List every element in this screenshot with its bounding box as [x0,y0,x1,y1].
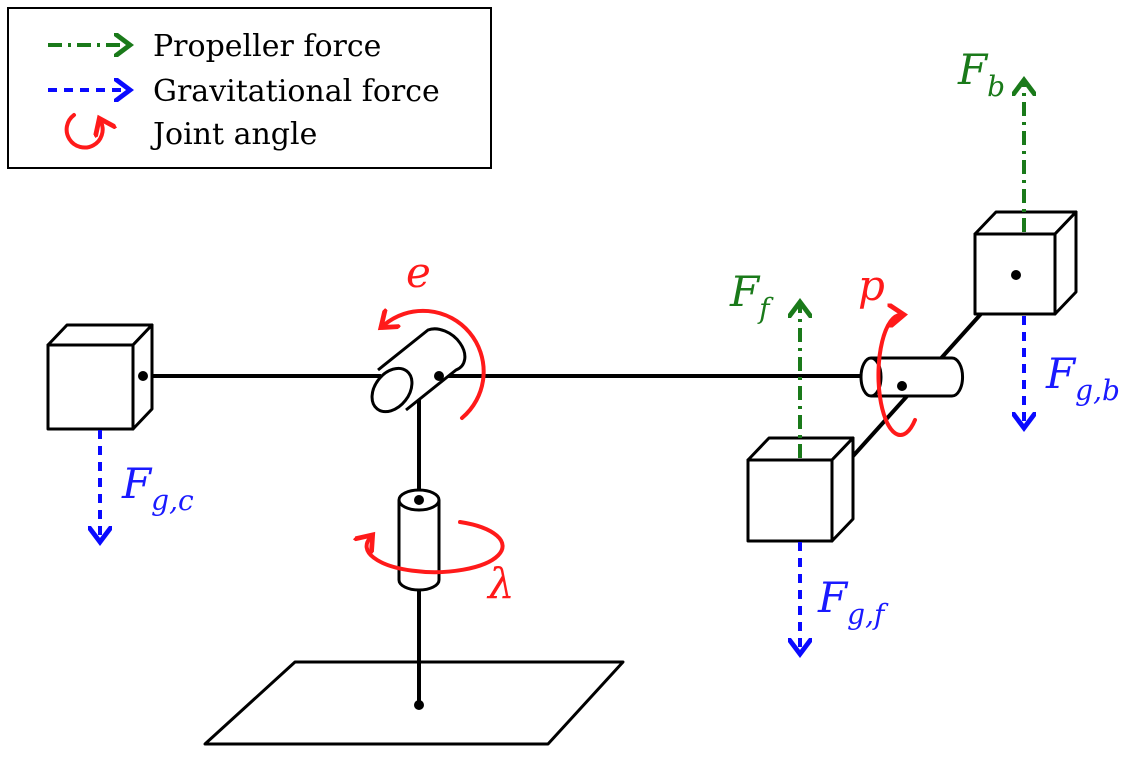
propeller-force-front-label: Ff [729,267,774,325]
elevation-angle-arrow [384,311,486,420]
legend: Propeller force Gravitational force Join… [7,7,492,169]
pitch-joint-cylinder [859,356,965,398]
travel-label: λ [486,559,515,608]
gravity-force-counterweight-label: Fg,c [121,459,194,517]
counterweight-box [46,323,154,431]
legend-joint-angle-label: Joint angle [150,117,317,152]
gravity-force-front-label: Fg,f [817,573,889,631]
legend-propeller-label: Propeller force [153,29,381,64]
propeller-force-back-label: Fb [957,45,1005,103]
elevation-joint-cylinder [370,327,467,414]
base-plate [203,660,625,746]
gravity-force-back-label: Fg,b [1045,349,1120,407]
back-rotor-box [973,210,1078,316]
travel-angle-arrow [367,520,505,575]
legend-item-gravity: Gravitational force [48,74,440,109]
legend-item-propeller: Propeller force [48,29,381,64]
pitch-label: p [858,261,885,310]
travel-joint-cylinder [397,488,441,592]
legend-gravity-label: Gravitational force [153,74,440,109]
legend-joint-angle-icon [64,113,103,150]
legend-item-joint-angle: Joint angle [64,113,317,152]
elevation-label: e [406,248,431,297]
base-joint-dot [414,700,424,710]
pitch-angle-arrow [876,315,917,437]
front-rotor-box [746,436,855,543]
